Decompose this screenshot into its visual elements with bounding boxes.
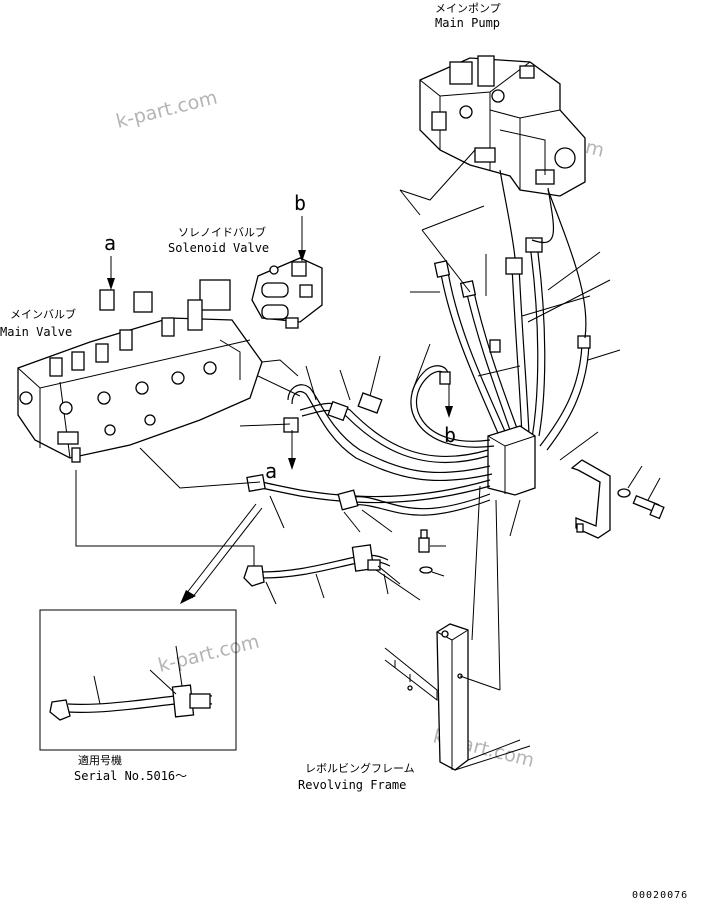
revolving-frame-drawing — [384, 623, 531, 771]
main-pump-label-en: Main Pump — [435, 16, 500, 30]
serial-label-jp: 適用号機 — [78, 753, 122, 767]
serial-detail-inset — [39, 609, 237, 751]
hose-clamp-block — [487, 425, 536, 496]
solenoid-valve-drawing — [251, 257, 323, 329]
ref-a-bottom: a — [265, 459, 277, 483]
main-pump-label-jp: メインポンプ — [435, 2, 501, 15]
watermark-1: k-part.com — [114, 86, 220, 132]
arrow-b-top-icon — [298, 250, 306, 262]
revolving-frame-label-jp: レボルビングフレーム — [305, 761, 415, 775]
hoses-to-valve — [246, 365, 495, 516]
ref-b-top: b — [294, 191, 306, 215]
main-valve-label-jp: メインバルブ — [10, 307, 76, 321]
arrow-a-bottom-icon — [288, 458, 296, 470]
arrow-a-top-icon — [107, 278, 115, 290]
washer — [617, 488, 631, 498]
lower-hose-assembly — [243, 529, 433, 587]
leader-lines — [75, 149, 661, 705]
ref-b-bottom: b — [444, 423, 456, 447]
watermark-3: k-part.com — [156, 630, 262, 676]
detail-arrow-icon — [180, 590, 196, 604]
serial-label-en: Serial No.5016～ — [74, 769, 187, 783]
revolving-frame-label-en: Revolving Frame — [298, 778, 406, 792]
detail-pointer — [180, 503, 263, 604]
bolt-right — [632, 494, 665, 520]
arrow-b-bottom-icon — [445, 406, 453, 418]
solenoid-label-jp: ソレノイドバルブ — [178, 225, 266, 239]
ref-a-top: a — [104, 231, 116, 255]
main-valve-drawing — [17, 279, 263, 463]
page-number: 00020076 — [632, 890, 688, 901]
hose-bundle-pump — [433, 169, 591, 451]
solenoid-label-en: Solenoid Valve — [168, 241, 269, 255]
main-valve-label-en: Main Valve — [0, 325, 72, 339]
bracket — [570, 459, 611, 539]
main-pump-drawing — [419, 55, 586, 197]
